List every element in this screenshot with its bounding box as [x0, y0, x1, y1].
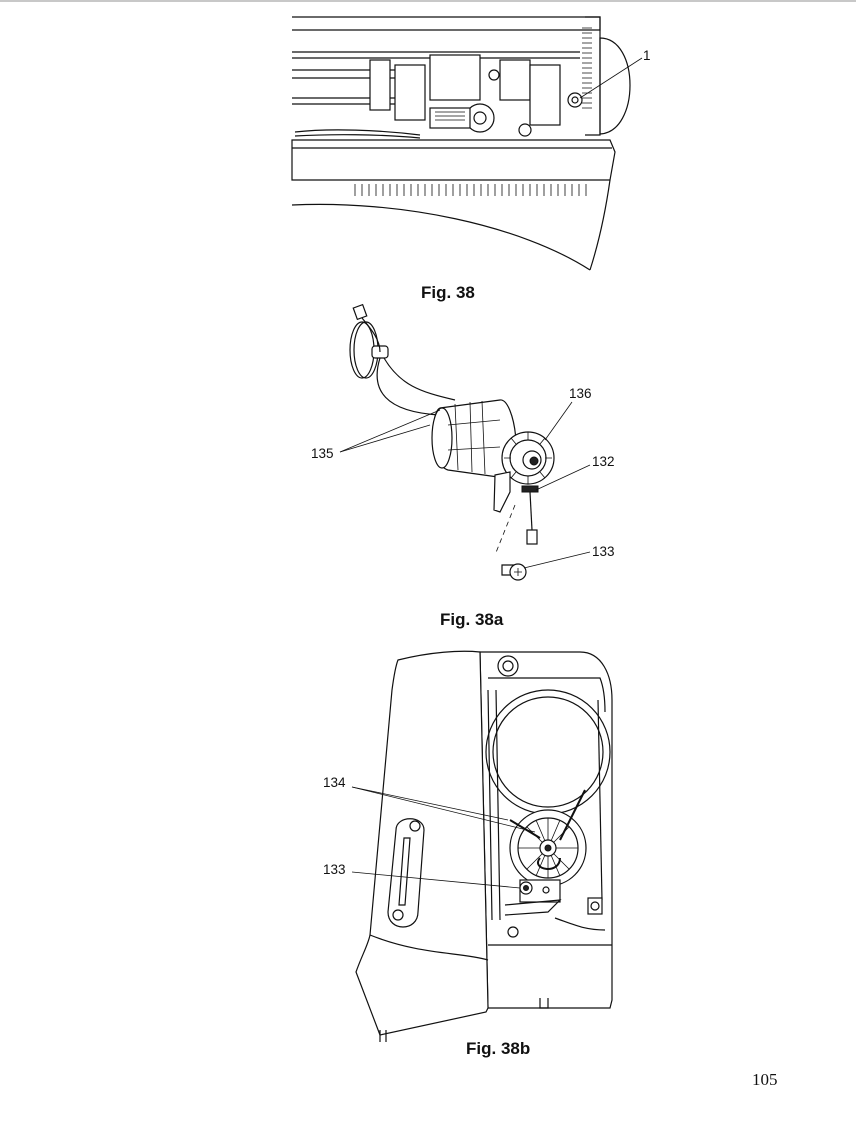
top-rule — [0, 0, 856, 2]
callout-136: 136 — [569, 386, 592, 401]
gear-teeth — [582, 27, 592, 109]
callout-line-1 — [579, 57, 643, 99]
caption-fig-38: Fig. 38 — [421, 283, 475, 302]
callout-133-fig38b: 133 — [323, 862, 346, 877]
caption-fig-38b: Fig. 38b — [466, 1039, 531, 1058]
callout-1: 1 — [643, 48, 651, 63]
callout-132: 132 — [592, 454, 615, 469]
callout-135: 135 — [311, 446, 334, 461]
callout-134: 134 — [323, 775, 346, 790]
page-number: 105 — [752, 1070, 778, 1089]
caption-fig-38a: Fig. 38a — [440, 610, 504, 629]
vent-slots — [354, 184, 587, 196]
callout-133-fig38a: 133 — [592, 544, 615, 559]
